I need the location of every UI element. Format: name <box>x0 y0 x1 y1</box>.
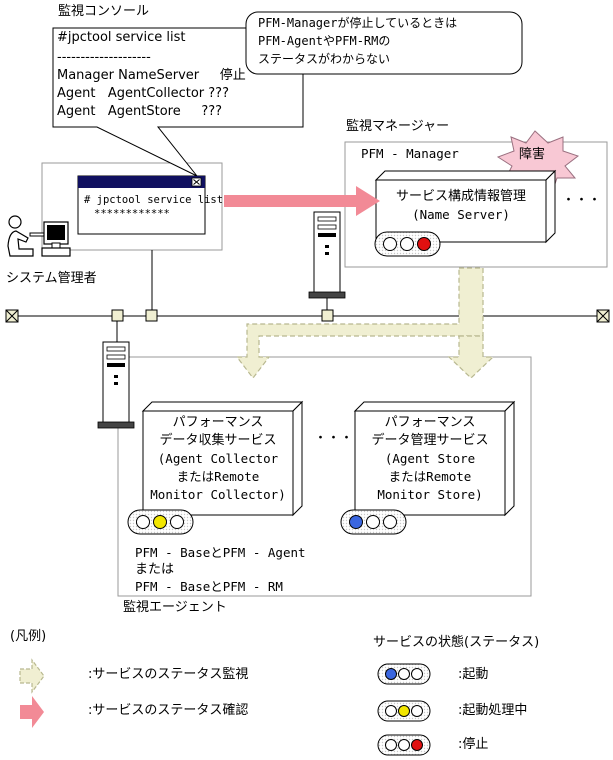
manager-box-label: PFM - Manager <box>361 146 459 161</box>
agent-section-label: 監視エージェント <box>123 600 227 615</box>
manager-section-label: 監視マネージャー <box>346 119 450 134</box>
store-line-2: データ管理サービス <box>371 433 489 448</box>
store-status-lamp <box>340 509 407 535</box>
manager-service-name: サービス構成情報管理 <box>395 189 526 204</box>
collector-line-3: (Agent Collector <box>157 451 279 466</box>
console-line-5: Agent AgentStore ??? <box>57 104 223 119</box>
callout-line-3: ステータスがわからない <box>258 52 391 66</box>
agent-product-line-2: または <box>135 562 175 577</box>
administrator-icon <box>7 215 71 257</box>
store-line-1: パフォーマンス <box>384 415 476 430</box>
admin-label: システム管理者 <box>6 271 97 286</box>
network-node-console <box>145 309 158 322</box>
legend-confirm-arrow-icon <box>20 696 44 728</box>
legend-status-title: サービスの状態(ステータス) <box>373 635 540 650</box>
legend-title: (凡例) <box>10 629 47 644</box>
collector-line-4: またはRemote <box>176 469 260 484</box>
console-line-3: Manager NameServer 停止 <box>57 68 246 83</box>
store-line-4: またはRemote <box>388 469 472 484</box>
legend-monitor-text: :サービスのステータス監視 <box>88 667 249 682</box>
legend-status-running: :起動 <box>458 667 489 682</box>
legend-status-starting: :起動処理中 <box>458 703 528 718</box>
collector-line-2: データ収集サービス <box>159 433 277 448</box>
confirm-arrow <box>224 186 380 216</box>
collector-line-5: Monitor Collector) <box>150 487 286 502</box>
agent-product-line-3: PFM - BaseとPFM - RM <box>135 579 283 594</box>
failure-label: 障害 <box>519 147 546 162</box>
console-line-4: Agent AgentCollector ??? <box>57 86 229 101</box>
legend-status-stopped: :停止 <box>458 737 489 752</box>
manager-status-lamp <box>374 231 441 257</box>
console-window-mask: ************ <box>94 208 170 220</box>
legend-confirm-text: :サービスのステータス確認 <box>88 703 249 718</box>
store-service-box <box>353 400 516 517</box>
agent-product-line-1: PFM - BaseとPFM - Agent <box>135 545 306 560</box>
legend-lamp-starting <box>377 700 431 722</box>
console-line-2: -------------------- <box>57 50 151 65</box>
manager-server-icon <box>308 211 346 299</box>
legend-lamp-running <box>377 663 431 685</box>
network-node-manager <box>321 309 334 322</box>
network-node-agent <box>111 309 124 322</box>
collector-status-lamp <box>127 509 194 535</box>
collector-line-1: パフォーマンス <box>172 415 264 430</box>
console-window-command: # jpctool service list <box>84 194 224 206</box>
console-title: 監視コンソール <box>58 4 150 19</box>
store-line-3: (Agent Store <box>384 451 476 466</box>
collector-service-box <box>141 400 304 517</box>
legend-monitor-arrow-icon <box>19 658 45 694</box>
monitor-arrows <box>235 267 495 379</box>
manager-service-id: (Name Server) <box>412 207 510 222</box>
callout-line-1: PFM-Managerが停止しているときは <box>258 16 458 30</box>
console-line-1: #jpctool service list <box>57 30 186 45</box>
manager-ellipsis: ・・・ <box>562 193 602 208</box>
store-line-5: Monitor Store) <box>377 487 483 502</box>
network-terminator-left <box>5 309 19 323</box>
agent-ellipsis: ・・・ <box>314 431 354 446</box>
status-callout <box>245 11 523 75</box>
console-window <box>77 175 206 235</box>
agent-server-icon <box>97 341 135 429</box>
legend-lamp-stopped <box>377 734 431 756</box>
callout-line-2: PFM-AgentやPFM-RMの <box>258 34 391 48</box>
network-terminator-right <box>596 309 610 323</box>
